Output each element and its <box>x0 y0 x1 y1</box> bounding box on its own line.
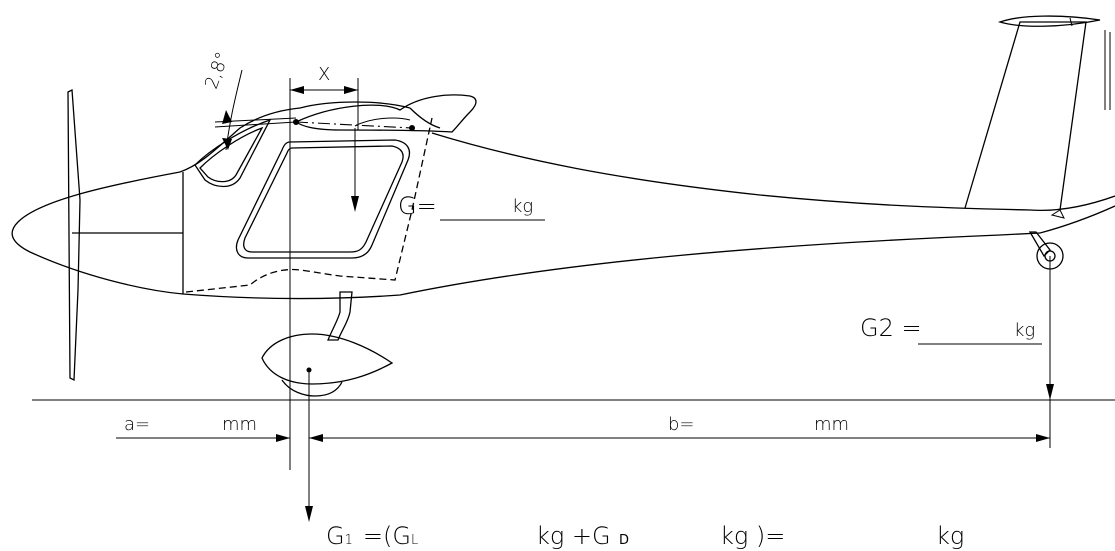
g2-label: G2 = <box>860 314 922 342</box>
g1-kg1: kg +G <box>536 522 611 550</box>
fuselage <box>11 101 1115 300</box>
g1-formula: G1 =(GL kg +G D kg )= kg <box>326 522 964 550</box>
windshield <box>194 118 272 188</box>
angle-label: 2,8° <box>201 49 234 92</box>
cabin-dashed-outline <box>185 117 433 293</box>
a-label: a= <box>124 414 150 435</box>
side-window <box>235 139 411 259</box>
g1-prefix: G <box>326 522 345 550</box>
b-label: b= <box>668 414 695 435</box>
x-dimension: X <box>289 64 359 130</box>
g2-arrow: G2 = kg <box>860 256 1054 400</box>
tail <box>964 15 1111 270</box>
x-label: X <box>318 64 330 85</box>
main-landing-gear <box>261 291 394 397</box>
svg-text:G1=(GL: G1 =(GL <box>326 522 418 550</box>
a-unit: mm <box>222 414 257 435</box>
horizontal-stabilizer <box>997 15 1101 27</box>
g1-sub: 1 <box>345 533 353 548</box>
g1-arrow <box>305 370 313 522</box>
g1-kg2: kg )= <box>720 522 785 550</box>
gd-sub: D <box>619 533 629 548</box>
g2-unit: kg <box>1014 320 1035 341</box>
ab-dimensions: a= mm b= mm <box>116 400 1051 448</box>
g-label: G= <box>398 192 437 220</box>
reference-line <box>214 121 297 128</box>
g1-eq: =(G <box>363 522 411 550</box>
propeller <box>67 88 81 382</box>
wing <box>294 94 477 133</box>
g1-kg3: kg <box>936 522 964 550</box>
wheel-fairing <box>261 333 394 385</box>
gl-sub: L <box>411 533 418 548</box>
g-weight-arrow: G= kg <box>351 128 545 221</box>
b-unit: mm <box>814 414 849 435</box>
g-unit: kg <box>512 196 533 217</box>
